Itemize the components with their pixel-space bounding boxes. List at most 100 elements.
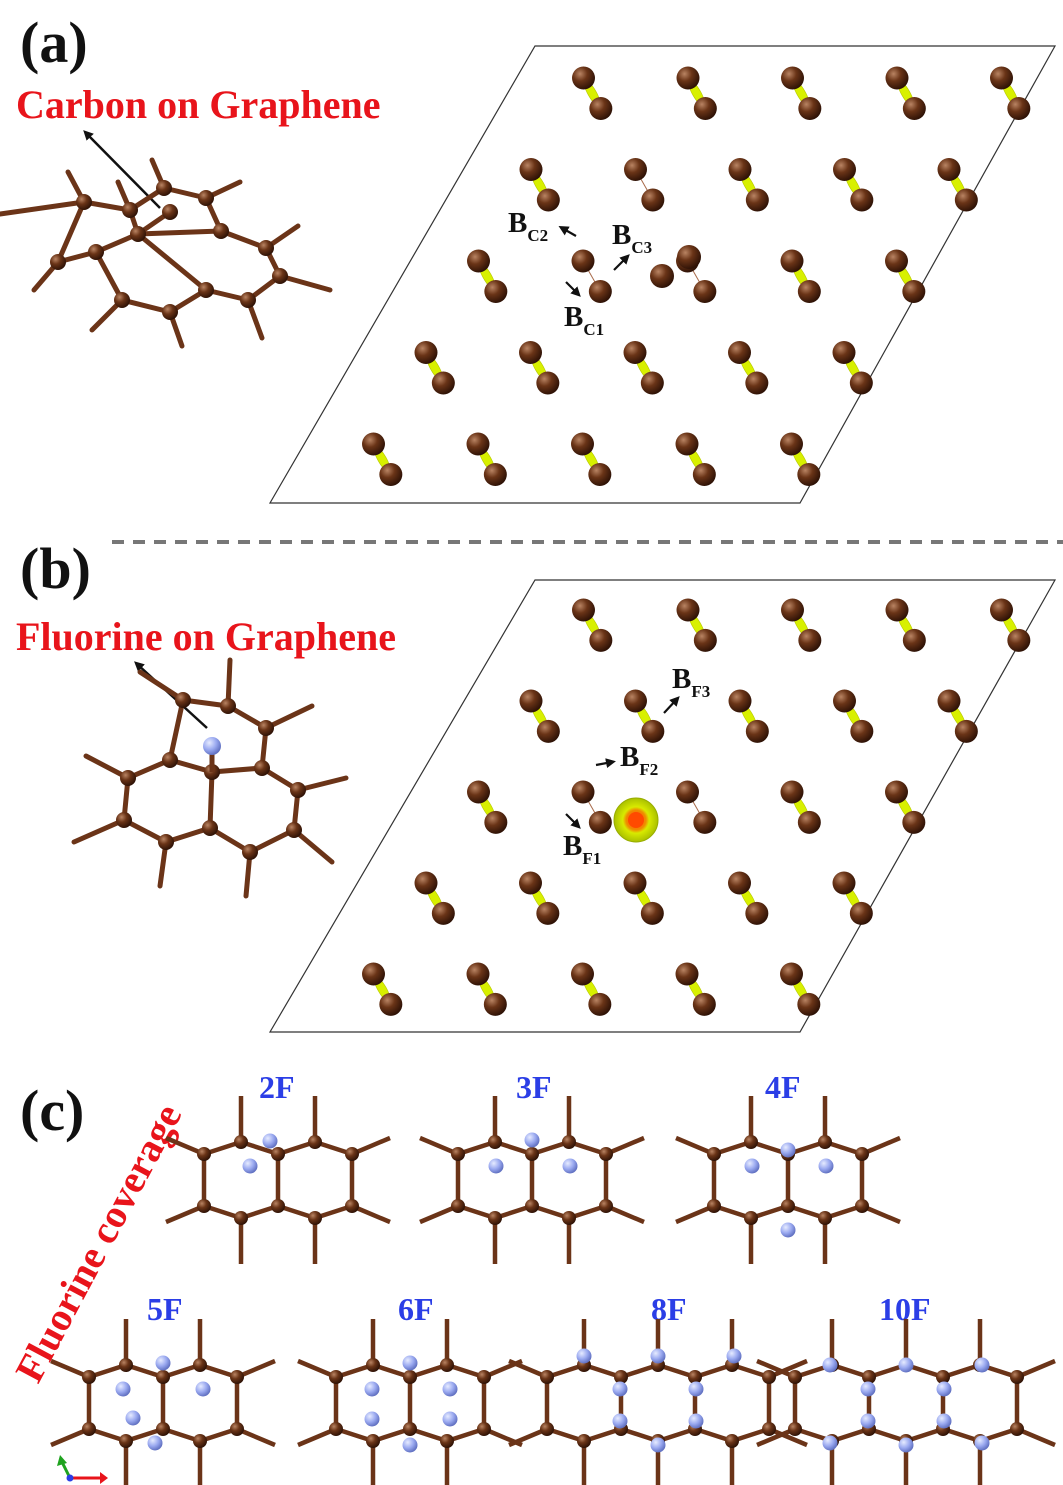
carbon-atom: [707, 1147, 721, 1161]
carbon-atom: [519, 689, 543, 713]
carbon-atom: [536, 719, 560, 743]
stick-bond: [135, 228, 224, 237]
carbon-atom: [162, 204, 178, 220]
carbon-atom: [641, 719, 665, 743]
carbon-atom: [692, 992, 716, 1016]
stick-bond: [71, 817, 127, 845]
stick-bond: [137, 669, 186, 703]
fluorine-atom: [402, 1437, 418, 1453]
carbon-atom: [745, 188, 769, 212]
fluorine-atom: [612, 1413, 628, 1429]
carbon-atom: [483, 463, 507, 486]
carbon-atom: [624, 689, 647, 713]
carbon-atom: [688, 1370, 702, 1384]
coverage-cluster: [419, 1096, 645, 1264]
carbon-atom: [781, 66, 804, 90]
carbon-atom: [345, 1199, 359, 1213]
carbon-atom: [1007, 97, 1031, 120]
carbon-atom: [781, 1199, 795, 1213]
carbon-atom: [885, 780, 908, 804]
carbon-atom: [571, 780, 595, 804]
carbon-atom: [451, 1199, 465, 1213]
carbon-atom: [780, 249, 804, 273]
fluorine-atom: [576, 1348, 592, 1364]
panel-b-lattice: [362, 598, 1031, 1016]
carbon-atom: [572, 66, 595, 90]
carbon-atom: [589, 97, 613, 120]
carbon-atom: [536, 188, 560, 212]
lattice-atoms: [362, 598, 1031, 1016]
carbon-atom: [577, 1434, 591, 1448]
carbon-atom: [362, 432, 385, 456]
carbon-atom: [676, 780, 699, 804]
carbon-atom: [849, 901, 873, 925]
carbon-atom: [692, 463, 716, 486]
panel-a-label: (a): [20, 10, 88, 75]
fluorine-atom: [562, 1158, 578, 1174]
carbon-atom: [1010, 1370, 1024, 1384]
carbon-atom: [466, 962, 490, 986]
carbon-atom: [114, 292, 130, 308]
stick-bond: [93, 249, 125, 303]
fluorine-atom: [524, 1132, 540, 1148]
carbon-atom: [676, 598, 700, 622]
carbon-atom: [488, 1211, 502, 1225]
fluorine-atom: [242, 1158, 258, 1174]
carbon-atom: [88, 244, 104, 260]
fluorine-atom: [262, 1133, 278, 1149]
fluorine-atom: [125, 1410, 141, 1426]
panel-c-label: (c): [20, 1078, 84, 1143]
carbon-atom: [725, 1434, 739, 1448]
coverage-cluster: [165, 1096, 391, 1264]
carbon-atom: [198, 282, 214, 298]
fluorine-atom: [744, 1158, 760, 1174]
carbon-atom: [258, 240, 274, 256]
fluorine-atom: [488, 1158, 504, 1174]
carbon-atom: [599, 1147, 613, 1161]
fluorine-atom: [688, 1381, 704, 1397]
carbon-atom: [466, 432, 490, 456]
carbon-atom: [519, 341, 542, 364]
carbon-atom: [82, 1370, 96, 1384]
carbon-atom: [540, 1370, 554, 1384]
carbon-atom: [833, 158, 856, 181]
carbon-atom: [849, 371, 873, 395]
carbon-atom: [832, 871, 856, 895]
fluorine-atom: [402, 1355, 418, 1371]
coverage-cluster: [50, 1319, 276, 1485]
carbon-atom: [290, 782, 306, 798]
stick-bond: [263, 703, 315, 731]
carbon-atom: [130, 226, 146, 242]
coverage-label-5f: 5F: [147, 1291, 183, 1327]
carbon-atom: [780, 432, 803, 456]
stick-bond: [277, 273, 333, 293]
carbon-atom: [484, 810, 508, 834]
fluorine-atom: [364, 1411, 380, 1427]
fluorine-atom: [688, 1413, 704, 1429]
carbon-atom: [571, 249, 595, 273]
carbon-atom: [936, 1370, 950, 1384]
bond-label-bf2: BF2: [620, 741, 658, 779]
carbon-atom: [488, 1135, 502, 1149]
fluorine-atom: [195, 1381, 211, 1397]
carbon-atom: [745, 371, 769, 395]
fluorine-atom: [364, 1381, 380, 1397]
fluorine-atom: [115, 1381, 131, 1397]
carbon-atom: [119, 1358, 133, 1372]
stick-bond: [55, 199, 87, 265]
fluorine-atom: [147, 1435, 163, 1451]
bond-arrow-bf1: [565, 813, 581, 829]
coverage-label-6f: 6F: [398, 1291, 434, 1327]
carbon-atom: [572, 598, 595, 622]
fluorine-atom: [203, 737, 221, 755]
carbon-atom: [562, 1211, 576, 1225]
carbon-atom: [562, 1135, 576, 1149]
carbon-atom: [818, 1135, 832, 1149]
carbon-atom: [937, 158, 961, 181]
axis-triad-icon: [57, 1455, 108, 1484]
coverage-cluster: [675, 1096, 901, 1264]
carbon-atom: [693, 628, 717, 652]
coverage-label-2f: 2F: [259, 1069, 295, 1105]
carbon-atom: [230, 1422, 244, 1436]
panel-a-supercell-border: [268, 45, 1057, 504]
